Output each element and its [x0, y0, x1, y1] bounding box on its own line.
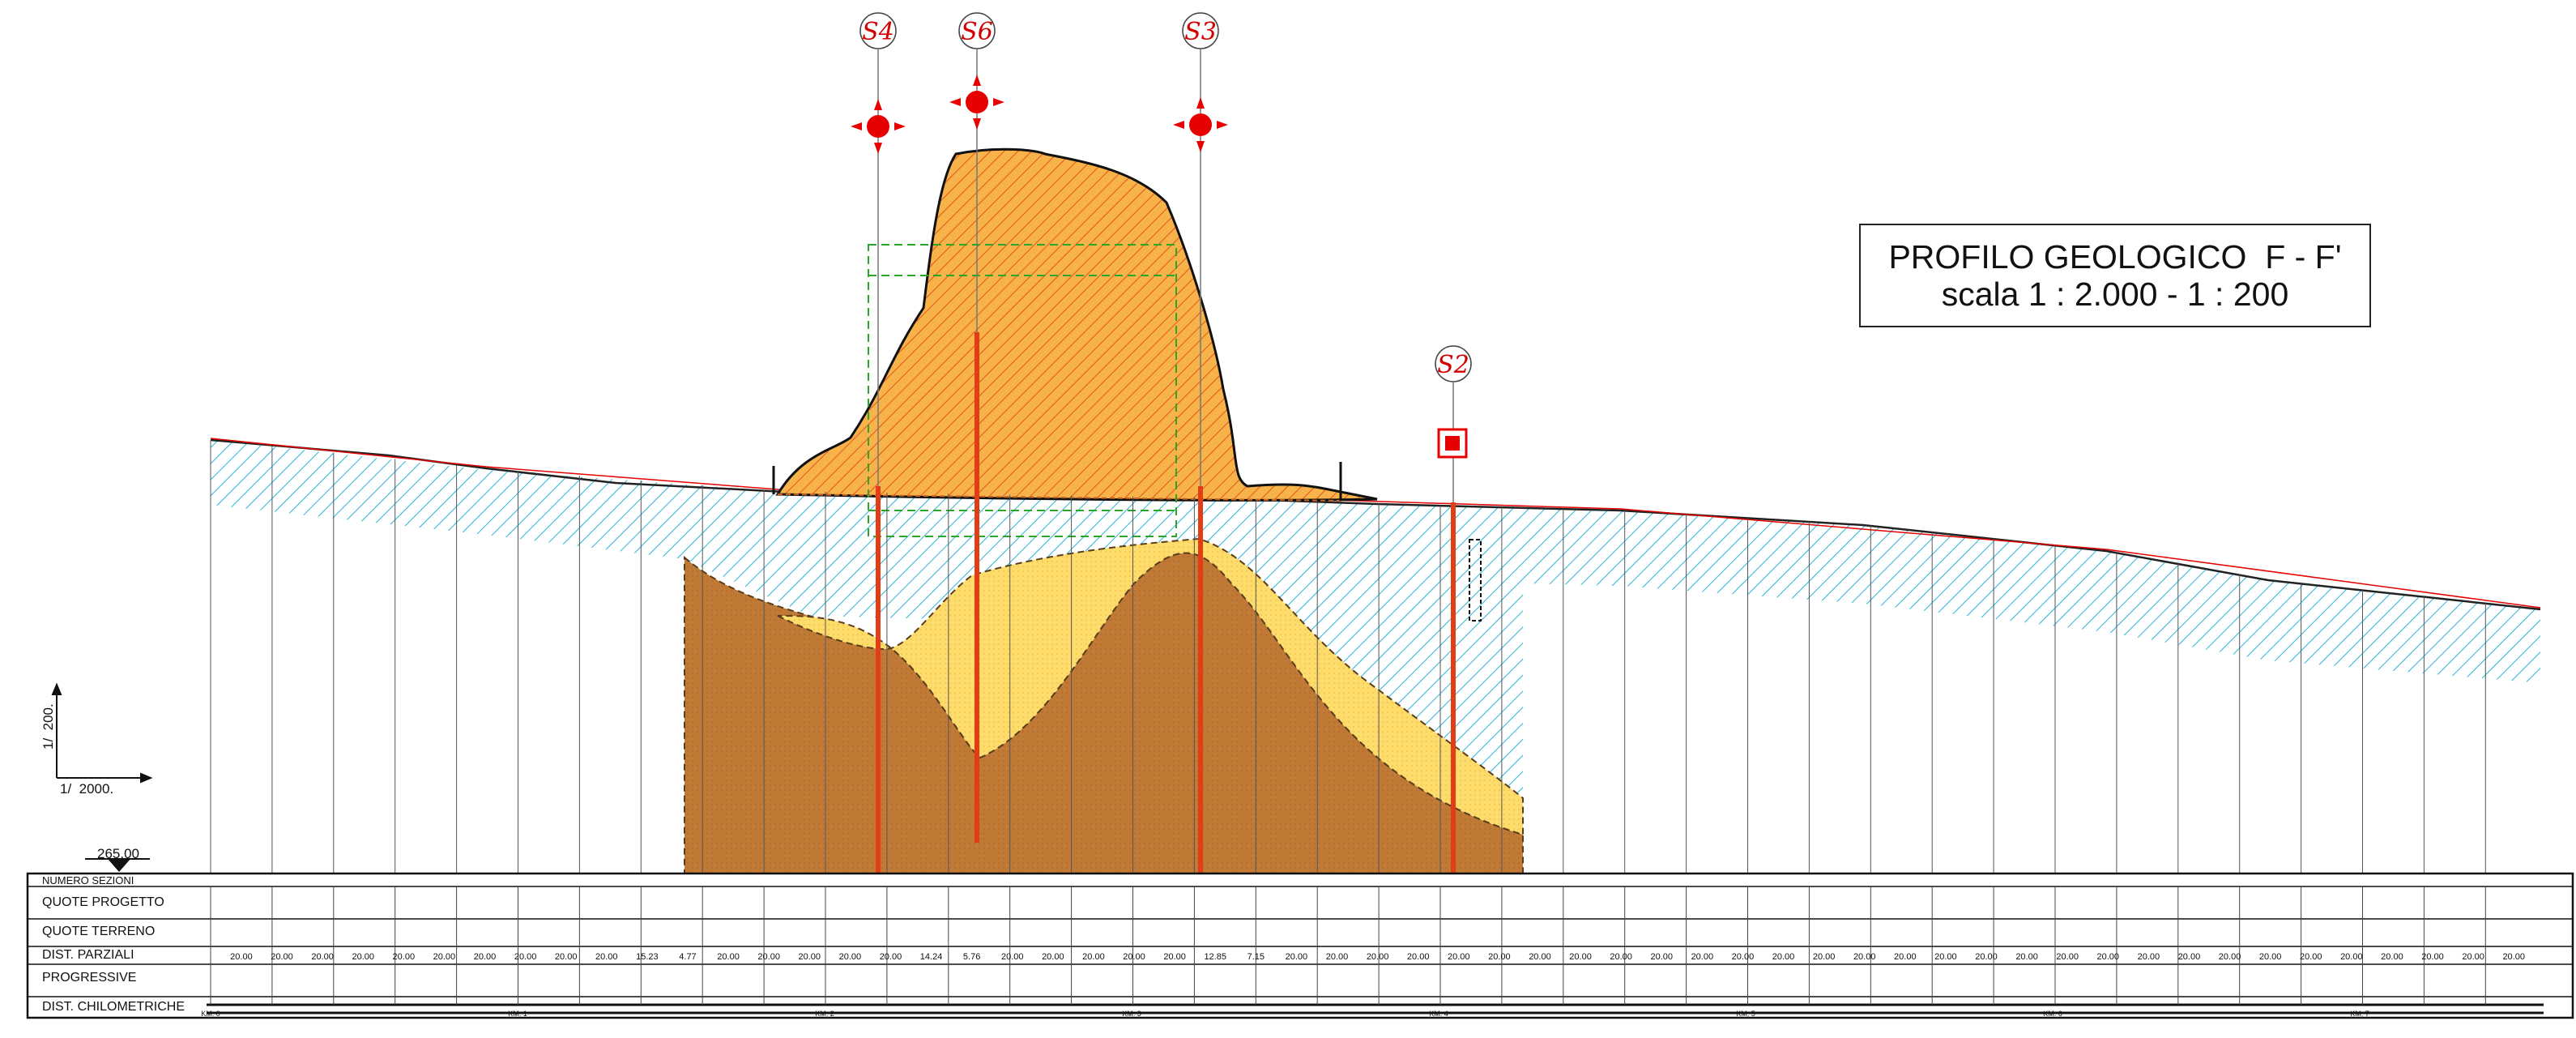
parziali-value: 20.00 [1934, 952, 1957, 962]
title-line-1: PROFILO GEOLOGICO F - F' [1888, 238, 2342, 276]
parziali-value: 20.00 [2462, 952, 2484, 962]
borehole-label-s2: S2 [1437, 351, 1469, 379]
parziali-value: 20.00 [1042, 952, 1064, 962]
parziali-value: 5.76 [963, 952, 980, 962]
parziali-value: 4.77 [679, 952, 696, 962]
parziali-value: 14.24 [920, 952, 943, 962]
parziali-value: 20.00 [1853, 952, 1876, 962]
parziali-value: 20.00 [1975, 952, 1998, 962]
km-label: KM. 4 [1429, 1010, 1448, 1018]
parziali-value: 20.00 [1123, 952, 1145, 962]
parziali-value: 20.00 [1813, 952, 1836, 962]
parziali-value: 20.00 [2178, 952, 2201, 962]
tunnel-outline [868, 244, 1177, 537]
parziali-value: 20.00 [1732, 952, 1755, 962]
parziali-value: 20.00 [393, 952, 416, 962]
parziali-value: 20.00 [2219, 952, 2241, 962]
parziali-value: 20.00 [1488, 952, 1511, 962]
parziali-value: 20.00 [433, 952, 456, 962]
parziali-value: 20.00 [595, 952, 618, 962]
parziali-value: 20.00 [1163, 952, 1186, 962]
parziali-value: 20.00 [717, 952, 740, 962]
km-label: KM. 1 [508, 1010, 527, 1018]
parziali-value: 20.00 [1326, 952, 1349, 962]
parziali-value: 20.00 [1448, 952, 1470, 962]
row-label-chilometriche: DIST. CHILOMETRICHE [42, 1000, 186, 1014]
parziali-values: 20.00 20.00 20.00 20.00 20.00 20.00 20.00 20.00… [230, 952, 2525, 962]
parziali-value: 20.00 [2502, 952, 2525, 962]
parziali-value: 20.00 [799, 952, 821, 962]
row-label-parziali: DIST. PARZIALI [42, 948, 134, 962]
parziali-value: 7.15 [1247, 952, 1265, 962]
datum-marker [85, 858, 150, 872]
parziali-value: 20.00 [311, 952, 334, 962]
parziali-value: 20.00 [474, 952, 497, 962]
parziali-value: 20.00 [1001, 952, 1024, 962]
parziali-value: 20.00 [1569, 952, 1592, 962]
km-labels: KM. 0 KM. 1 KM. 2 KM. 3 KM. 4 KM. 5 KM. 6 KM. 7 [201, 1010, 2369, 1018]
datum-elevation: 265.00 [97, 846, 139, 861]
parziali-value: 20.00 [2340, 952, 2363, 962]
km-label: KM. 6 [2043, 1010, 2062, 1018]
parziali-value: 20.00 [1772, 952, 1795, 962]
horizontal-scale-label: 1/ 2000. [60, 781, 114, 797]
parziali-value: 20.00 [1407, 952, 1430, 962]
parziali-value: 20.00 [1286, 952, 1308, 962]
parziali-value: 20.00 [1529, 952, 1551, 962]
km-label: KM. 5 [1736, 1010, 1755, 1018]
row-label-sezioni: NUMERO SEZIONI [42, 874, 134, 886]
parziali-value: 15.23 [636, 952, 659, 962]
table-ticks [210, 886, 2486, 1005]
parziali-value: 20.00 [271, 952, 293, 962]
parziali-value: 20.00 [2300, 952, 2322, 962]
title-line-2: scala 1 : 2.000 - 1 : 200 [1941, 276, 2289, 313]
parziali-value: 20.00 [839, 952, 862, 962]
km-label: KM. 2 [815, 1010, 834, 1018]
km-label: KM. 7 [2350, 1010, 2369, 1018]
borehole-s6[interactable] [949, 12, 1004, 843]
row-label-terreno: QUOTE TERRENO [42, 925, 156, 938]
parziali-value: 20.00 [352, 952, 374, 962]
section-lines [210, 440, 2486, 874]
parziali-value: 20.00 [230, 952, 253, 962]
parziali-value: 20.00 [880, 952, 902, 962]
parziali-value: 20.00 [514, 952, 537, 962]
title-block: PROFILO GEOLOGICO F - F' scala 1 : 2.000… [1859, 224, 2371, 327]
parziali-value: 20.00 [2381, 952, 2403, 962]
borehole-label-s3: S3 [1184, 18, 1217, 46]
row-label-progetto: QUOTE PROGETTO [42, 895, 164, 909]
borehole-s3[interactable] [1173, 12, 1228, 874]
parziali-value: 20.00 [1650, 952, 1673, 962]
parziali-value: 20.00 [555, 952, 578, 962]
parziali-value: 20.00 [757, 952, 780, 962]
data-table [26, 872, 2574, 1019]
vertical-scale-label: 1/ 200. [41, 703, 56, 750]
parziali-value: 20.00 [2259, 952, 2282, 962]
scale-arrows [51, 682, 153, 784]
parziali-value: 20.00 [1894, 952, 1917, 962]
parziali-value: 20.00 [2015, 952, 2038, 962]
parziali-value: 20.00 [1367, 952, 1389, 962]
borehole-s2[interactable] [1435, 345, 1482, 874]
parziali-value: 12.85 [1204, 952, 1226, 962]
borehole-label-s4: S4 [862, 18, 894, 46]
parziali-value: 20.00 [1610, 952, 1632, 962]
cyan-layer [211, 440, 2540, 798]
parziali-value: 20.00 [2421, 952, 2444, 962]
km-label: KM. 0 [201, 1010, 220, 1018]
borehole-label-s6: S6 [961, 18, 993, 46]
parziali-value: 20.00 [2097, 952, 2120, 962]
km-label: KM. 3 [1122, 1010, 1141, 1018]
row-label-progressive: PROGRESSIVE [42, 971, 137, 985]
parziali-value: 20.00 [1691, 952, 1714, 962]
parziali-value: 20.00 [1082, 952, 1105, 962]
parziali-value: 20.00 [2056, 952, 2079, 962]
yellow-layer [777, 537, 1524, 836]
parziali-value: 20.00 [2138, 952, 2160, 962]
borehole-s4[interactable] [851, 12, 906, 874]
